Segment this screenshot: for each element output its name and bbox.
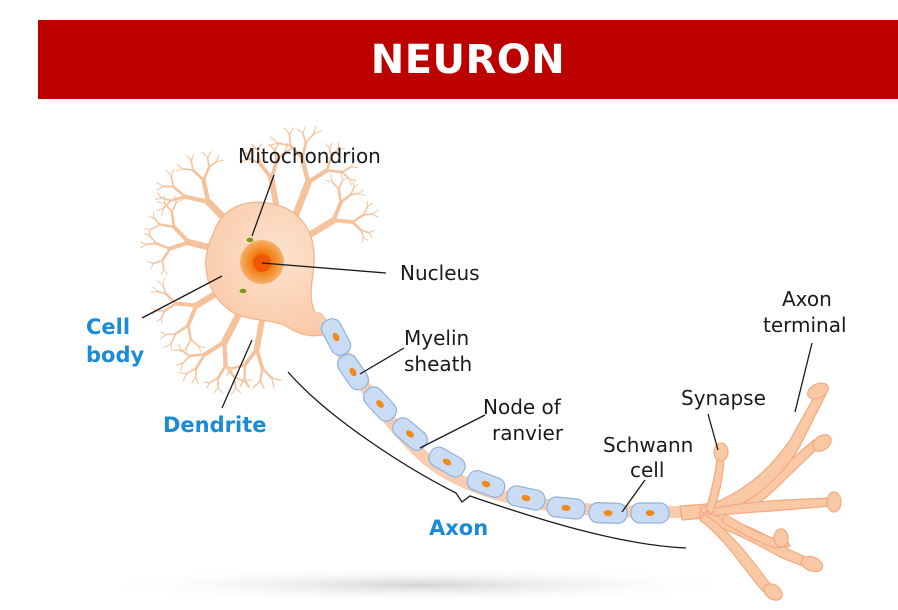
schwann-nucleus bbox=[521, 494, 531, 502]
label-schwann-1: Schwann bbox=[603, 433, 693, 457]
schwann-nucleus bbox=[376, 400, 384, 408]
dendrites bbox=[139, 125, 379, 395]
label-node-1: Node of bbox=[483, 395, 562, 419]
myelin-segment bbox=[630, 502, 670, 524]
schwann-nucleus bbox=[442, 458, 452, 466]
axon-brace bbox=[287, 371, 687, 549]
myelin-segment bbox=[320, 318, 352, 356]
schwann-nucleus bbox=[481, 480, 491, 488]
label-dendrite: Dendrite bbox=[163, 413, 267, 437]
label-axon-terminal-2: terminal bbox=[763, 313, 847, 337]
leader-lines bbox=[141, 174, 813, 513]
label-cell-body-1: Cell bbox=[86, 315, 130, 339]
label-axon: Axon bbox=[429, 516, 488, 540]
mitochondrion-2 bbox=[239, 288, 247, 294]
schwann-nucleus bbox=[349, 367, 357, 377]
label-cell-body-2: body bbox=[86, 343, 144, 367]
myelin-segment bbox=[588, 502, 628, 524]
schwann-nucleus bbox=[561, 504, 571, 512]
label-synapse: Synapse bbox=[681, 386, 766, 410]
myelin-segment bbox=[466, 470, 506, 498]
axon-terminal bbox=[679, 382, 842, 601]
label-myelin-2: sheath bbox=[404, 352, 472, 376]
myelin-segments bbox=[320, 318, 670, 524]
mitochondrion-1 bbox=[246, 237, 254, 243]
label-myelin-1: Myelin bbox=[404, 326, 469, 350]
label-nucleus: Nucleus bbox=[400, 261, 480, 285]
myelin-segment bbox=[428, 446, 466, 478]
schwann-nucleus bbox=[603, 509, 613, 517]
ground-shadow bbox=[90, 567, 750, 603]
label-axon-terminal-1: Axon bbox=[782, 287, 832, 311]
myelin-segment bbox=[546, 496, 586, 520]
page-title: NEURON bbox=[370, 36, 566, 83]
schwann-nucleus bbox=[645, 510, 655, 516]
schwann-nucleus bbox=[332, 332, 340, 342]
schwann-nucleus bbox=[406, 430, 414, 438]
title-banner: NEURON bbox=[38, 20, 898, 99]
label-schwann-2: cell bbox=[630, 458, 664, 482]
myelin-segment bbox=[336, 353, 370, 391]
label-node-2: ranvier bbox=[492, 421, 564, 445]
myelin-segment bbox=[506, 485, 546, 511]
myelin-segment bbox=[362, 386, 398, 422]
label-mitochondrion: Mitochondrion bbox=[238, 144, 381, 168]
